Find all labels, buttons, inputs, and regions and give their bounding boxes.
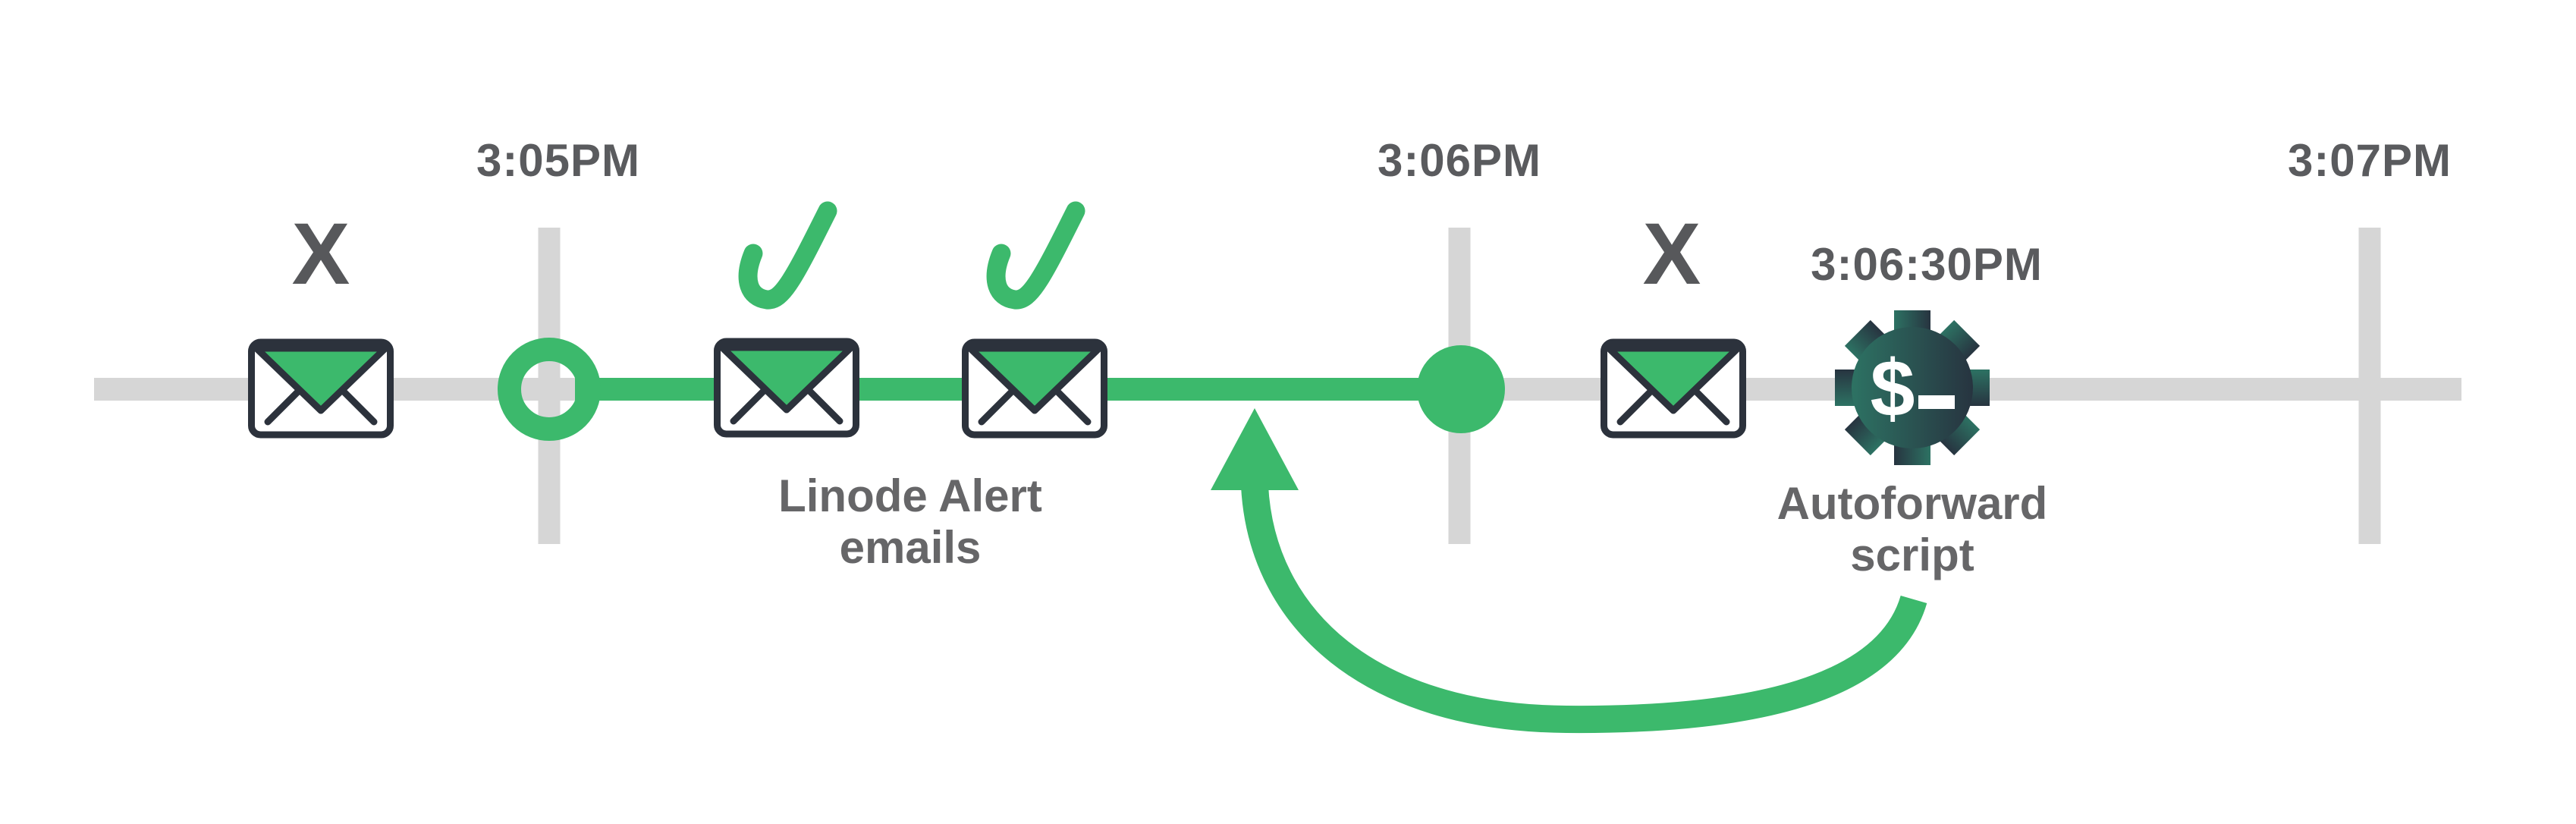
- tick-305pm: [538, 228, 561, 544]
- arrowhead-up-icon: [1211, 408, 1299, 490]
- interval-start-ring: [498, 338, 601, 441]
- autoforward-script-gear-icon: $: [1835, 310, 1990, 465]
- envelope-icon-missed-2: [1604, 342, 1743, 435]
- autoforward-arrow: [1211, 408, 1927, 734]
- timestamp-306pm: 3:06PM: [1377, 135, 1542, 186]
- envelope-icon-missed-1: [252, 342, 391, 435]
- autoforward-script-label: Autoforward script: [1777, 478, 2048, 581]
- autoforward-script-label-line1: Autoforward: [1776, 478, 2048, 529]
- missed-x-mark-2: X: [1642, 206, 1701, 303]
- checkmark-icon-2: [996, 211, 1076, 300]
- checkmark-icon-1: [748, 211, 828, 300]
- envelope-icon-delivered-2: [966, 342, 1104, 435]
- timestamp-30630pm: 3:06:30PM: [1811, 239, 2043, 290]
- linode-alert-emails-label-line1: Linode Alert: [778, 470, 1042, 521]
- interval-end-dot: [1417, 345, 1505, 433]
- linode-alert-emails-label: Linode Alert emails: [778, 470, 1042, 574]
- linode-alert-emails-label-line2: emails: [839, 522, 982, 573]
- tick-307pm: [2358, 228, 2381, 544]
- terminal-cursor-underscore: [1918, 395, 1955, 409]
- autoforward-script-label-line2: script: [1850, 530, 1974, 580]
- missed-x-mark-1: X: [291, 206, 350, 303]
- timestamp-305pm: 3:05PM: [476, 135, 641, 186]
- dollar-glyph: $: [1871, 344, 1915, 433]
- envelope-icon-delivered-1: [718, 341, 856, 434]
- timestamp-307pm: 3:07PM: [2287, 135, 2452, 186]
